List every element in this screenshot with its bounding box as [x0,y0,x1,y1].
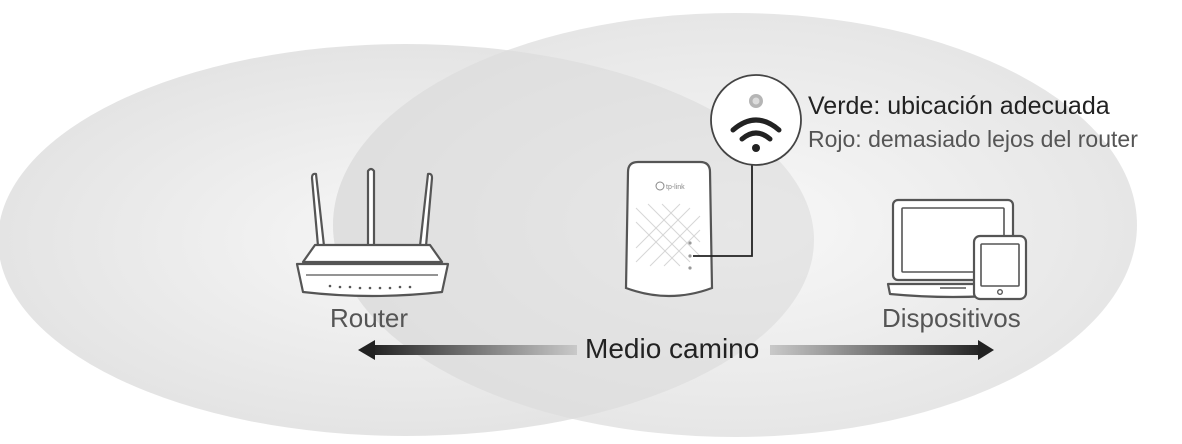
wifi-signal-icon [710,74,802,166]
arrow-right-icon [770,340,994,360]
range-extender-icon: tp-link [624,160,714,298]
callout-leader-line [693,155,753,257]
tablet-icon [972,234,1028,301]
status-green-label: Verde: ubicación adecuada [808,92,1110,120]
midpoint-label: Medio camino [585,333,760,364]
wifi-router-icon [295,167,450,298]
router-label: Router [330,303,409,333]
devices-label: Dispositivos [882,303,1021,333]
arrow-left-icon [358,340,577,360]
status-red-label: Rojo: demasiado lejos del router [808,126,1138,152]
coverage-overlap [333,44,814,436]
extender-brand-label: tp-link [666,184,685,191]
